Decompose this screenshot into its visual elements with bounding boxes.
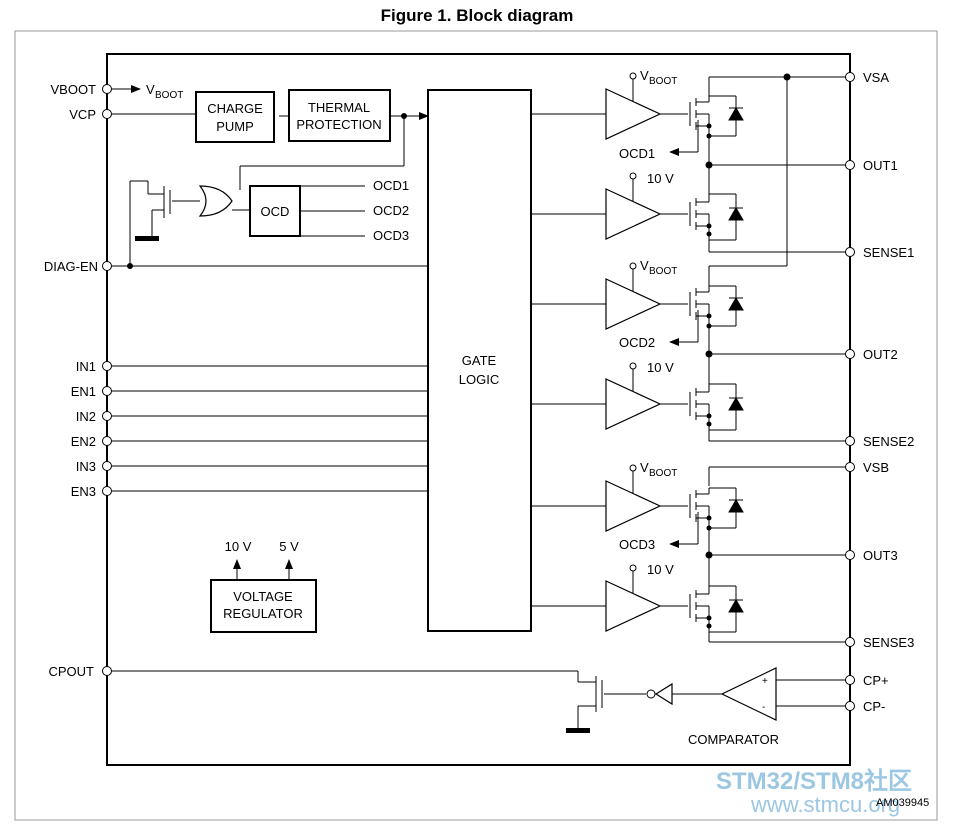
- ocd2-line-label: OCD2: [373, 203, 409, 218]
- pin-cp-minus: CP-: [863, 699, 885, 714]
- pin-en1: EN1: [71, 384, 96, 399]
- gate-logic-label-1: GATE: [462, 353, 497, 368]
- pin-sense2: SENSE2: [863, 434, 914, 449]
- driver-2: [605, 188, 662, 240]
- pin-cpout: CPOUT: [49, 664, 95, 679]
- pin-vsb: VSB: [863, 460, 889, 475]
- pin-out2: OUT2: [863, 347, 898, 362]
- pin-vsa: VSA: [863, 70, 889, 85]
- driver-6: [605, 580, 662, 632]
- pin-cp-plus: CP+: [863, 673, 889, 688]
- pin-diag-en: DIAG-EN: [44, 259, 98, 274]
- pin-sense3: SENSE3: [863, 635, 914, 650]
- inverter-bubble: [646, 689, 656, 699]
- pin-en3: EN3: [71, 484, 96, 499]
- drv5-supply-sub: BOOT: [649, 468, 677, 479]
- ocd2-sense-label: OCD2: [619, 335, 655, 350]
- pin-sense1: SENSE1: [863, 245, 914, 260]
- voltage-regulator-label-1: VOLTAGE: [233, 589, 293, 604]
- drv3-supply-sub: BOOT: [649, 266, 677, 277]
- comparator-plus: +: [762, 676, 768, 687]
- thermal-protection-block: [288, 89, 391, 142]
- drv6-supply: 10 V: [647, 562, 674, 577]
- drv3-supply-main: V: [640, 258, 649, 273]
- pin-en2: EN2: [71, 434, 96, 449]
- pin-vboot: VBOOT: [50, 82, 96, 97]
- comparator-minus: -: [762, 702, 765, 713]
- pin-in2: IN2: [76, 409, 96, 424]
- watermark-line2: www.stmcu.org: [750, 792, 900, 817]
- drv2-supply: 10 V: [647, 171, 674, 186]
- thermal-label-2: PROTECTION: [296, 117, 381, 132]
- comparator: [720, 667, 777, 721]
- ocd-block: [249, 185, 301, 237]
- vboot-label-sub: BOOT: [155, 90, 183, 101]
- charge-pump-block: [195, 91, 275, 143]
- gate-logic-block: [427, 89, 532, 632]
- pin-out3: OUT3: [863, 548, 898, 563]
- thermal-label-1: THERMAL: [308, 100, 370, 115]
- driver-5: [605, 480, 662, 532]
- reg-5v-label: 5 V: [279, 539, 299, 554]
- reg-10v-label: 10 V: [225, 539, 252, 554]
- pin-vcp: VCP: [69, 107, 96, 122]
- ocd1-line-label: OCD1: [373, 178, 409, 193]
- driver-3: [605, 278, 662, 330]
- ocd3-sense-label: OCD3: [619, 537, 655, 552]
- ocd3-line-label: OCD3: [373, 228, 409, 243]
- drv5-supply-main: V: [640, 460, 649, 475]
- figure-code: AM039945: [876, 797, 929, 809]
- drv1-supply-main: V: [640, 68, 649, 83]
- ocd-label: OCD: [261, 204, 290, 219]
- pin-in3: IN3: [76, 459, 96, 474]
- ocd1-sense-label: OCD1: [619, 146, 655, 161]
- vboot-label-main: V: [146, 82, 155, 97]
- pin-out1: OUT1: [863, 158, 898, 173]
- ground-symbol-2: [566, 728, 590, 733]
- figure-title: Figure 1. Block diagram: [380, 6, 574, 25]
- watermark-line1: STM32/STM8社区: [716, 767, 912, 795]
- ground-symbol: [135, 236, 159, 241]
- voltage-regulator-block: [210, 579, 317, 633]
- inverter: [654, 682, 673, 706]
- chip-boundary: [106, 53, 851, 766]
- or-gate: [198, 185, 233, 217]
- drv4-supply: 10 V: [647, 360, 674, 375]
- charge-pump-label-1: CHARGE: [207, 101, 263, 116]
- voltage-regulator-label-2: REGULATOR: [223, 606, 303, 621]
- gate-logic-label-2: LOGIC: [459, 372, 499, 387]
- charge-pump-label-2: PUMP: [216, 119, 254, 134]
- driver-4: [605, 378, 662, 430]
- driver-1: [605, 88, 662, 140]
- drv1-supply-sub: BOOT: [649, 76, 677, 87]
- pin-in1: IN1: [76, 359, 96, 374]
- comparator-label: COMPARATOR: [688, 732, 779, 747]
- outer-frame: [14, 30, 938, 821]
